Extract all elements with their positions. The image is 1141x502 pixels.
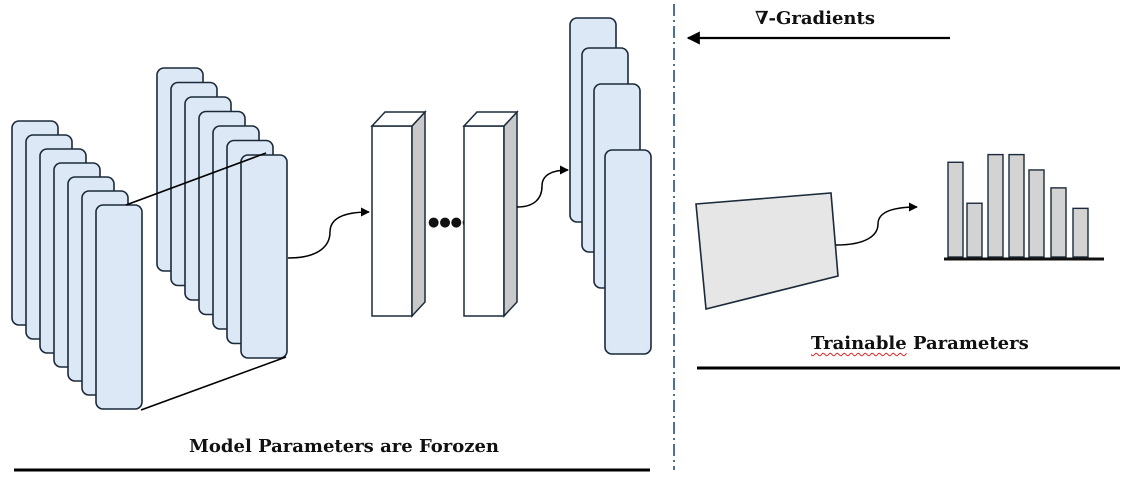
projection-line-top <box>125 152 267 206</box>
distribution-bar-5 <box>1028 169 1045 258</box>
dense-layer-box-2 <box>462 110 519 318</box>
trainable-parameters-label: Trainable Parameters <box>811 333 1029 354</box>
distribution-bar-3 <box>987 153 1004 258</box>
connector-arrow-3 <box>835 202 918 246</box>
trainable-parameter-block <box>695 192 839 311</box>
output-layer-4 <box>604 149 652 355</box>
trainable-word: Trainable <box>811 333 907 354</box>
distribution-bar-4 <box>1008 153 1025 258</box>
frozen-parameters-label: Model Parameters are Forozen <box>189 436 499 457</box>
conv-layer-7 <box>240 154 288 359</box>
output-feature-map-stack <box>569 17 652 355</box>
projection-line-bottom <box>140 356 287 411</box>
conv-feature-map-stack <box>156 67 288 359</box>
distribution-bar-6 <box>1050 187 1067 258</box>
connector-arrow-1 <box>287 207 370 259</box>
connector-arrow-2 <box>516 165 569 208</box>
gradients-label: ∇-Gradients <box>755 8 875 29</box>
output-distribution-bars <box>947 153 1089 258</box>
distribution-bar-7 <box>1072 207 1089 258</box>
input-feature-map-stack <box>11 120 143 410</box>
input-layer-7 <box>95 204 143 410</box>
ellipsis-dots: ●●●● <box>428 215 473 230</box>
parameters-word: Parameters <box>906 333 1029 354</box>
dense-layer-box-1 <box>370 110 427 318</box>
distribution-bar-2 <box>966 202 983 258</box>
distribution-bar-1 <box>947 161 964 258</box>
